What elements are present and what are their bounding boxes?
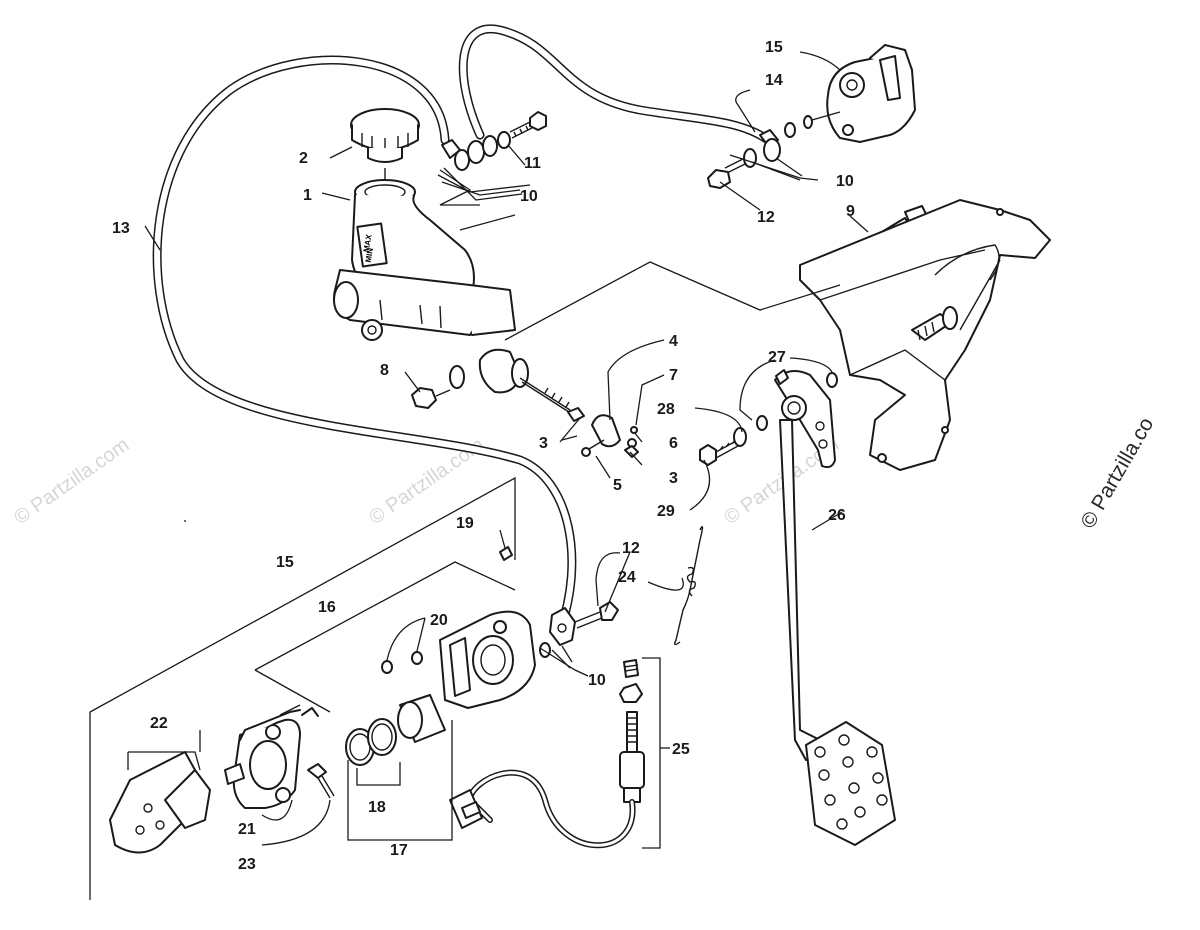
leader-lines [144,51,869,846]
label-6: 6 [669,435,678,452]
switch-wire [449,769,636,849]
label-13: 13 [112,220,130,237]
brake-hose-13 [152,55,577,635]
label-26: 26 [828,507,846,524]
label-4: 4 [669,333,678,350]
brake-pedal [774,369,896,846]
label-12b: 12 [622,540,640,557]
label-17: 17 [390,842,408,859]
label-22: 22 [150,715,168,732]
bolt-8 [411,365,465,409]
label-18: 18 [368,799,386,816]
brake-caliper-top [759,44,916,147]
label-7: 7 [669,367,678,384]
banjo-fittings-top-right [707,138,781,189]
label-15a: 15 [765,39,783,56]
pushrod-assembly [478,348,585,422]
label-9: 9 [846,203,855,220]
group-bracket-lines [89,154,841,900]
label-10b: 10 [836,173,854,190]
label-25: 25 [672,741,690,758]
label-3a: 3 [539,435,548,452]
brake-light-switch [619,659,645,803]
reservoir-cap [350,108,420,182]
watermark-1: © Partzilla.com [10,434,133,529]
label-16: 16 [318,599,336,616]
label-1: 1 [303,187,312,204]
label-10a: 10 [520,188,538,205]
label-27: 27 [768,349,786,366]
label-24: 24 [618,569,636,586]
watermarks: © Partzilla.com © Partzilla.com © Partzi… [10,414,1158,533]
reservoir-max-text: MAX [362,233,374,253]
return-spring [673,526,704,646]
part-labels: 1 2 3 3 4 5 6 7 8 9 10 10 10 11 12 12 13… [112,39,855,873]
label-14: 14 [765,72,783,89]
pedal-mount-bracket [799,199,1051,471]
reservoir-min-text: MIN [364,247,375,263]
label-5: 5 [613,477,622,494]
pedal-pad-holes [814,734,888,830]
pad-bracket-and-pads [109,704,335,854]
label-23: 23 [238,856,256,873]
watermark-edge: © Partzilla.co [1076,414,1158,533]
label-21: 21 [238,821,256,838]
label-20: 20 [430,612,448,629]
label-2: 2 [299,150,308,167]
label-15b: 15 [276,554,294,571]
piston-and-seals [345,694,446,766]
brake-caliper-lower [381,546,619,709]
label-8: 8 [380,362,389,379]
banjo-fittings-top [441,111,547,171]
label-11: 11 [524,155,541,172]
label-12a: 12 [757,209,775,226]
clevis-parts [581,414,639,458]
label-28: 28 [657,401,675,418]
label-3b: 3 [669,470,678,487]
master-cylinder: MAX MIN [333,179,516,341]
label-10c: 10 [588,672,606,689]
label-19: 19 [456,515,474,532]
label-29: 29 [657,503,675,520]
brake-hose-14 [458,24,773,145]
